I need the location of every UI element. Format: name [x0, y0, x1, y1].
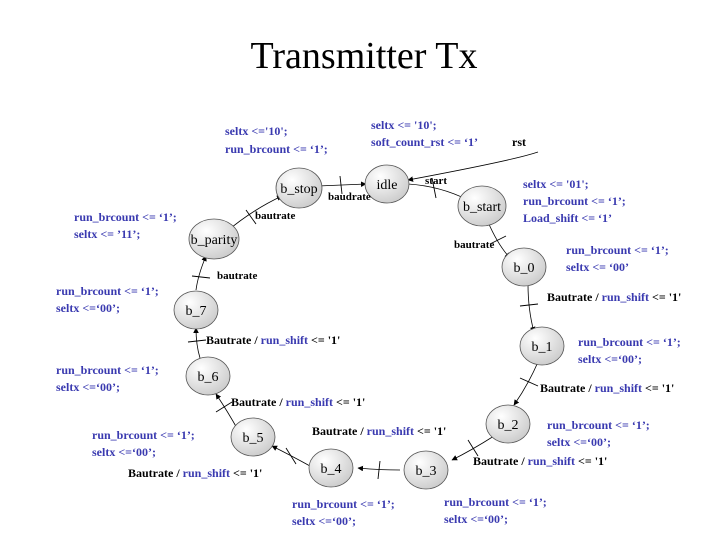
transitions — [187, 151, 539, 480]
state-b_0: b_0 — [501, 247, 547, 287]
rst-condition: rst — [512, 135, 526, 149]
tick-mark — [215, 401, 233, 413]
bautrate-label: bautrate — [255, 210, 295, 222]
action-b6-seltx: seltx <=‘00’; — [56, 380, 120, 394]
action-bstart-loadshift: Load_shift <= ‘1’ — [523, 211, 612, 225]
edge-b_stop-to-idle — [317, 181, 367, 187]
state-b_start: b_start — [457, 185, 507, 227]
action-b1-brcount: run_brcount <= ‘1’; — [578, 335, 681, 349]
edge-b_7-to-b_parity — [195, 255, 207, 291]
state-label: b_1 — [532, 340, 553, 355]
shift-condition-b7: Bautrate / run_shift <= '1' — [206, 333, 340, 347]
bautrate-label: bautrate — [454, 239, 494, 251]
start-condition: start — [425, 175, 447, 187]
action-bparity-brcount: run_brcount <= ‘1’; — [74, 210, 177, 224]
action-b2-brcount: run_brcount <= ‘1’; — [547, 418, 650, 432]
state-label: idle — [377, 178, 398, 193]
state-label: b_6 — [198, 370, 219, 385]
state-idle: idle — [364, 164, 410, 204]
action-b3-seltx: seltx <=‘00’; — [444, 512, 508, 526]
action-b5-seltx: seltx <=‘00’; — [92, 445, 156, 459]
action-b5-brcount: run_brcount <= ‘1’; — [92, 428, 195, 442]
action-bstop-seltx: seltx <='10'; — [225, 124, 288, 138]
state-b_5: b_5 — [230, 417, 276, 457]
state-b_1: b_1 — [519, 326, 565, 366]
shift-condition-b5: Bautrate / run_shift <= '1' — [128, 466, 262, 480]
tick-mark — [191, 275, 211, 279]
state-label: b_4 — [321, 462, 342, 477]
state-label: b_parity — [191, 233, 238, 248]
action-b7-seltx: seltx <=‘00’; — [56, 301, 120, 315]
action-idle-seltx: seltx <= '10'; — [371, 118, 437, 132]
state-b_2: b_2 — [485, 404, 531, 444]
action-b6-brcount: run_brcount <= ‘1’; — [56, 363, 159, 377]
page-title: Transmitter Tx — [251, 35, 478, 77]
state-label: b_stop — [280, 182, 317, 197]
action-b0-brcount: run_brcount <= ‘1’; — [566, 243, 669, 257]
action-b3-brcount: run_brcount <= ‘1’; — [444, 495, 547, 509]
edge-b_3-to-b_4 — [357, 465, 401, 472]
action-bstop-brcount: run_brcount <= ‘1’; — [225, 142, 328, 156]
action-b7-brcount: run_brcount <= ‘1’; — [56, 284, 159, 298]
action-bparity-seltx: seltx <= ’11’; — [74, 227, 140, 241]
transition-labels: start rst baudrate bautrate bautrate bau… — [128, 135, 681, 480]
tick-mark — [519, 377, 539, 387]
state-label: b_2 — [498, 418, 519, 433]
state-label: b_0 — [514, 261, 535, 276]
states: idle b_stop b_start b_parity b_0 b_7 b_1 — [173, 164, 565, 490]
state-label: b_3 — [416, 464, 437, 479]
action-bstart-seltx: seltx <= '01'; — [523, 177, 589, 191]
shift-condition-b6: Bautrate / run_shift <= '1' — [231, 395, 365, 409]
tick-mark — [285, 447, 297, 465]
tick-mark — [377, 460, 381, 480]
edge-b_6-to-b_7 — [193, 327, 201, 359]
state-b_4: b_4 — [308, 448, 354, 488]
tick-mark — [431, 177, 437, 199]
tick-mark — [187, 339, 207, 343]
state-b_stop: b_stop — [275, 167, 323, 209]
action-idle-softcount: soft_count_rst <= ‘1’ — [371, 135, 478, 149]
state-actions: seltx <= '10'; soft_count_rst <= ‘1’ sel… — [56, 118, 681, 528]
tick-mark — [339, 175, 343, 195]
shift-condition-b2: Bautrate / run_shift <= '1' — [473, 454, 607, 468]
bautrate-label: bautrate — [217, 270, 257, 282]
state-label: b_7 — [186, 304, 207, 319]
state-b_3: b_3 — [403, 450, 449, 490]
state-b_parity: b_parity — [188, 218, 240, 260]
shift-condition-b4: Bautrate / run_shift <= '1' — [312, 424, 446, 438]
edge-b_1-to-b_2 — [513, 361, 539, 406]
state-label: b_start — [463, 200, 501, 215]
action-b0-seltx: seltx <= ‘00’ — [566, 260, 629, 274]
action-bstart-brcount: run_brcount <= ‘1’; — [523, 194, 626, 208]
state-b_7: b_7 — [173, 290, 219, 330]
action-b4-brcount: run_brcount <= ‘1’; — [292, 497, 395, 511]
shift-condition-b0: Bautrate / run_shift <= '1' — [547, 290, 681, 304]
state-b_6: b_6 — [185, 356, 231, 396]
tick-mark — [519, 303, 539, 307]
tick-mark — [489, 235, 507, 245]
action-b1-seltx: seltx <=‘00’; — [578, 352, 642, 366]
edge-b_0-to-b_1 — [527, 283, 536, 333]
edge-b_2-to-b_3 — [451, 435, 495, 461]
action-b2-seltx: seltx <=‘00’; — [547, 435, 611, 449]
edge-rst-to-idle — [407, 151, 539, 182]
tick-mark — [467, 439, 479, 457]
tick-mark — [245, 209, 257, 225]
shift-condition-b1: Bautrate / run_shift <= '1' — [540, 381, 674, 395]
state-label: b_5 — [243, 431, 264, 446]
action-b4-seltx: seltx <=‘00’; — [292, 514, 356, 528]
baudrate-label: baudrate — [328, 191, 371, 203]
